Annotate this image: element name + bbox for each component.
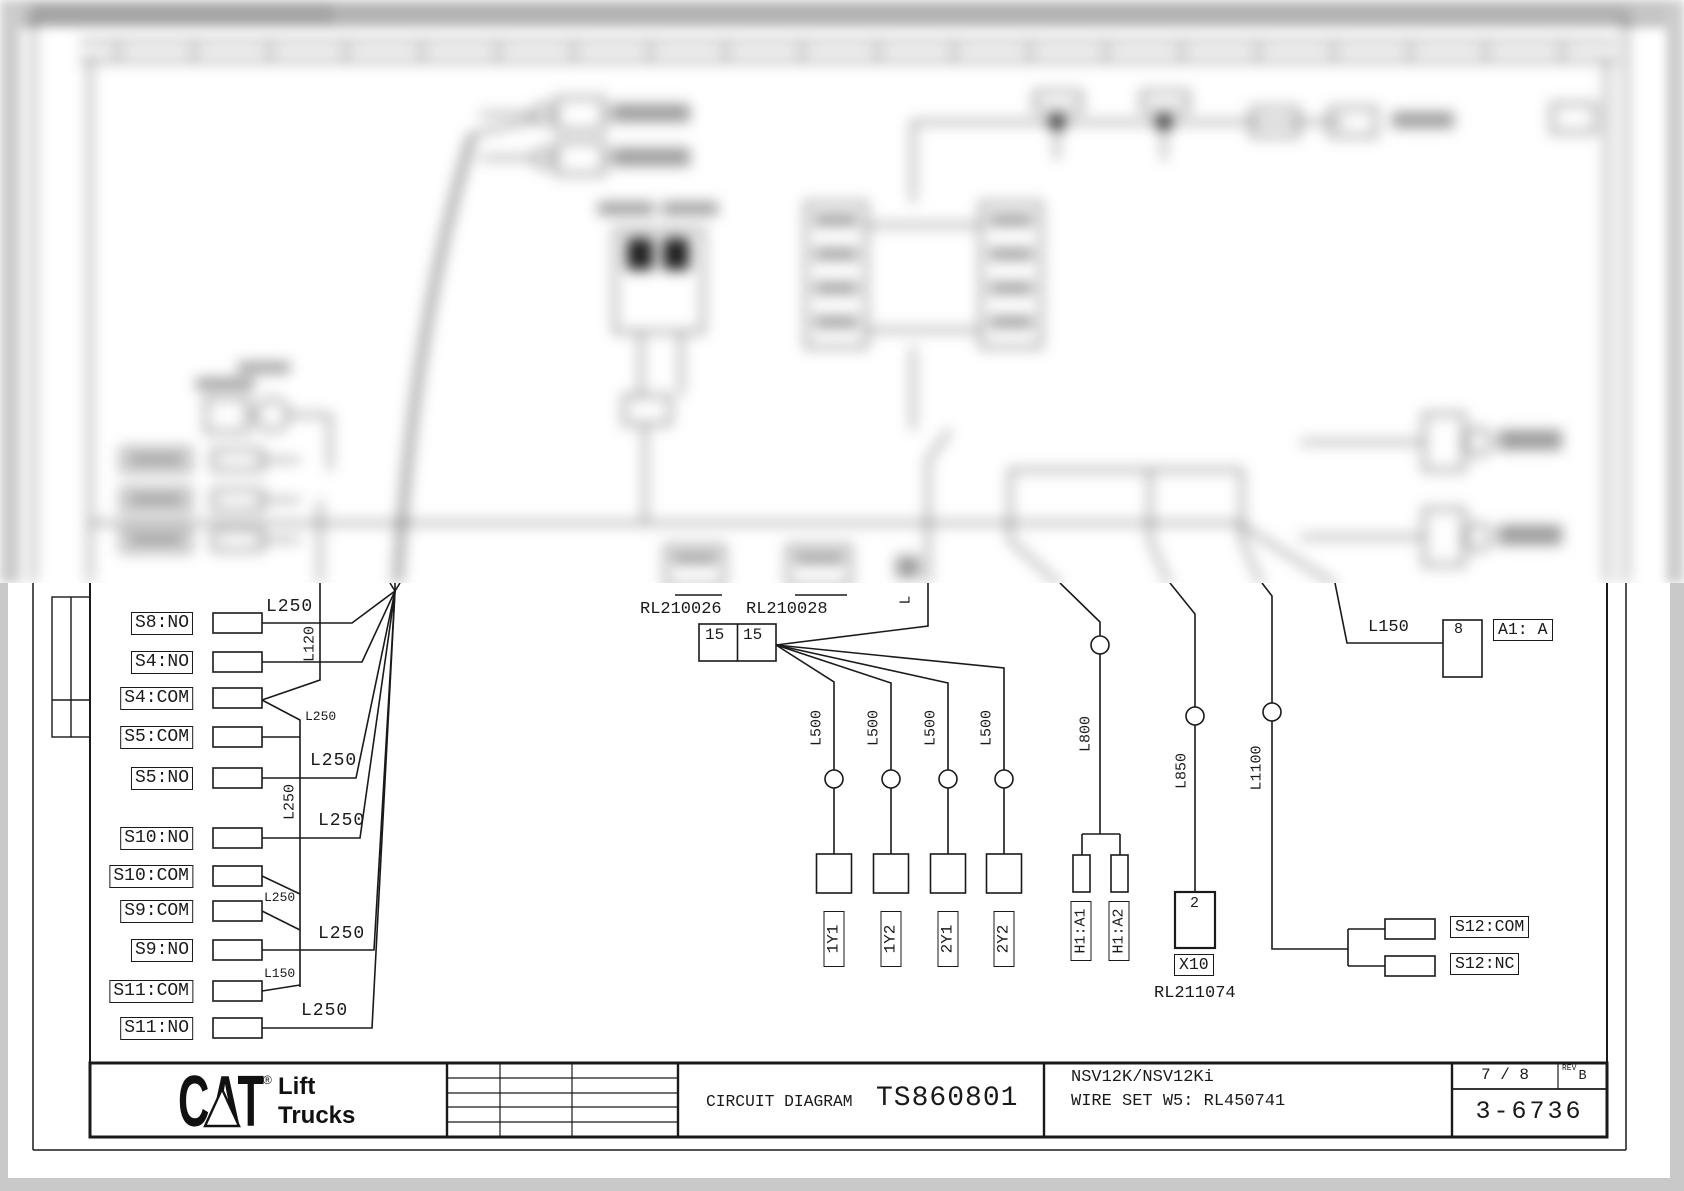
connector-label-s11-com: S11:COM [109,980,193,1003]
connector-label-s8-no: S8:NO [130,612,193,635]
wire-label-l850: L850 [1173,752,1191,790]
x10-tag: X10 [1174,954,1214,976]
wire-label-l500-4: L500 [978,709,996,747]
connector-label-s4-no: S4:NO [130,651,193,674]
connector-label-s5-no: S5:NO [130,767,193,790]
wire-label-l1100: L1100 [1248,745,1266,791]
harness-wires [675,582,1443,967]
valve-tag-1y1: 1Y1 [823,911,845,967]
wire-label-l150: L150 [1368,618,1409,637]
doc-type-label: CIRCUIT DIAGRAM [706,1092,853,1111]
valve-tag-2y2: 2Y2 [993,911,1015,967]
lift-text: Lift [278,1073,315,1100]
a1-connector-label: A1: A [1493,619,1553,641]
cat-lift-trucks-logo: CAT ® Lift Trucks [178,1062,355,1142]
wire-label-l250-trunk: L250 [281,783,299,821]
wire-label-l250-s11no: L250 [301,1001,349,1021]
fold-mark-column [51,596,91,738]
wire-label-l800: L800 [1077,715,1095,753]
wire-set-name: WIRE SET W5: RL450741 [1071,1092,1286,1111]
rev-label: REV [1562,1064,1577,1073]
connector-label-s9-no: S9:NO [130,939,193,962]
s12-nc-label: S12:NC [1450,953,1520,975]
wire-label-l150-s11com: L150 [264,966,296,981]
connector-label-s5-com: S5:COM [120,726,193,749]
valve-tag-2y1: 2Y1 [937,911,959,967]
connector-label-s4-com: S4:COM [120,687,193,710]
harness-pin-left: 15 [705,626,725,644]
harness-pin-right: 15 [743,626,763,644]
partial-wire-label: L [897,595,915,605]
doc-number: TS860801 [876,1083,1019,1114]
valve-tag-1y2: 1Y2 [880,911,902,967]
title-block-grid [88,1061,1609,1139]
x10-part-number: RL211074 [1154,984,1236,1003]
trucks-text: Trucks [278,1102,355,1129]
component-boxes [698,619,1483,977]
wire-label-l250-com-top: L250 [305,709,337,724]
s12-com-label: S12:COM [1450,916,1530,938]
left-connector-wires [261,582,401,1029]
blurred-content [0,0,1684,583]
wire-label-l120: L120 [301,625,319,663]
cat-logo-triangle [203,1086,241,1128]
wire-label-l500-2: L500 [865,709,883,747]
connector-label-s9-com: S9:COM [120,900,193,923]
horn-tag-h1a2: H1:A2 [1108,901,1130,961]
harness-part-rl210028: RL210028 [746,600,828,619]
left-connector-terminals [212,612,263,1039]
wire-label-l250-s9no: L250 [318,924,366,944]
page-indicator: 7 / 8 [1480,1066,1529,1084]
wire-label-l250-s5no: L250 [310,751,358,771]
connector-label-s10-com: S10:COM [109,865,193,888]
a1-pin-number: 8 [1454,621,1464,638]
harness-part-rl210026: RL210026 [640,600,722,619]
sheet-code: 3-6736 [1475,1097,1584,1126]
connector-label-s11-no: S11:NO [120,1017,193,1040]
splice-circles [824,635,1282,789]
wire-label-l500-1: L500 [808,709,826,747]
x10-pin-number: 2 [1190,895,1200,912]
wire-label-l250-s10no: L250 [318,811,366,831]
wire-label-l250-s8: L250 [266,597,314,617]
connector-label-s10-no: S10:NO [120,827,193,850]
blurred-schematic-region [0,0,1684,583]
wire-label-l250-s9com: L250 [264,890,296,905]
registered-mark: ® [263,1073,272,1087]
rev-value: B [1578,1069,1587,1084]
wire-label-l500-3: L500 [922,709,940,747]
horn-tag-h1a1: H1:A1 [1070,901,1092,961]
model-name: NSV12K/NSV12Ki [1071,1068,1214,1087]
drawing-frame [32,583,1627,1151]
